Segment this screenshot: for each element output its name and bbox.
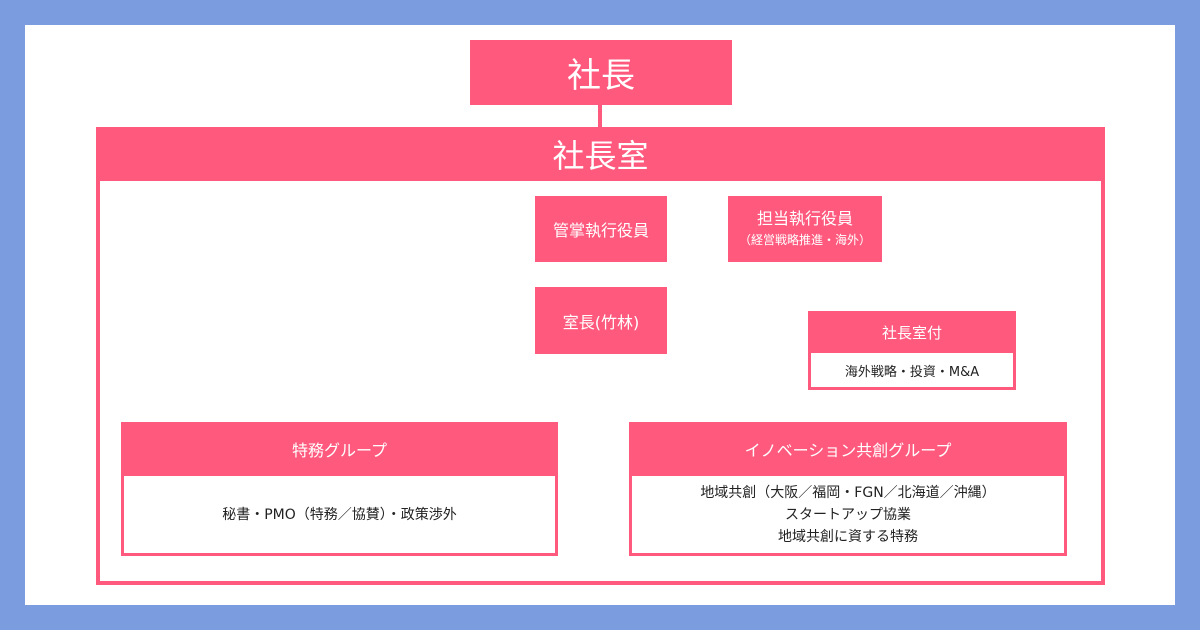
executive-in-charge-scope: （経営戦略推進・海外） — [738, 233, 871, 247]
executive-managing-box: 管掌執行役員 — [535, 196, 667, 262]
connector-president-office — [598, 105, 602, 127]
attached-body: 海外戦略・投資・M&A — [811, 353, 1013, 387]
office-title: 社長室 — [552, 137, 649, 175]
chief-label: 室長(竹林) — [562, 312, 640, 332]
group-innovation-title: イノベーション共創グループ — [744, 441, 952, 460]
group-innovation-header: イノベーション共創グループ — [629, 422, 1067, 476]
group-special-duties-title: 特務グループ — [291, 441, 388, 460]
group-special-duties-line: 秘書・PMO（特務／協賛）・政策渉外 — [222, 506, 457, 523]
attached-title: 社長室付 — [881, 323, 942, 342]
group-innovation-line: スタートアップ協業 — [785, 506, 911, 523]
attached-header: 社長室付 — [808, 311, 1016, 353]
executive-in-charge-title: 担当執行役員 — [756, 209, 853, 228]
attached-duties: 海外戦略・投資・M&A — [844, 364, 980, 380]
group-innovation-line: 地域共創（大阪／福岡・FGN／北海道／沖縄） — [700, 484, 996, 501]
president-box: 社長 — [470, 40, 732, 105]
executive-in-charge-box: 担当執行役員 （経営戦略推進・海外） — [728, 196, 882, 262]
chief-box: 室長(竹林) — [535, 287, 667, 354]
office-title-bar: 社長室 — [96, 127, 1105, 181]
group-special-duties-body: 秘書・PMO（特務／協賛）・政策渉外 — [124, 476, 555, 553]
group-innovation-body: 地域共創（大阪／福岡・FGN／北海道／沖縄） スタートアップ協業 地域共創に資す… — [632, 476, 1064, 553]
group-innovation-line: 地域共創に資する特務 — [778, 528, 918, 545]
president-label: 社長 — [567, 56, 635, 96]
executive-managing-label: 管掌執行役員 — [552, 221, 649, 240]
group-special-duties-header: 特務グループ — [121, 422, 558, 476]
